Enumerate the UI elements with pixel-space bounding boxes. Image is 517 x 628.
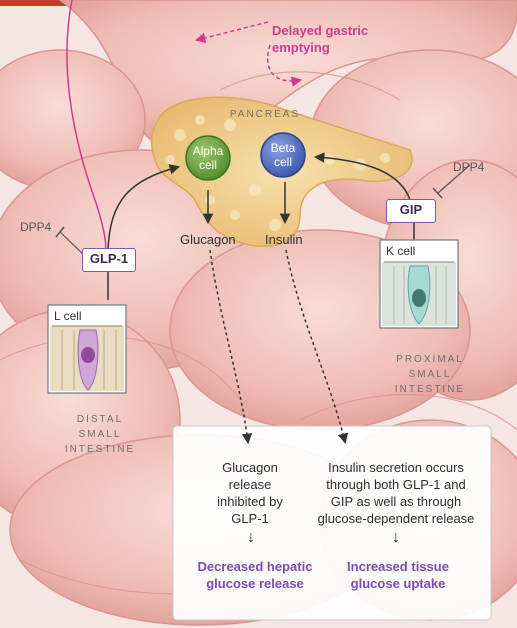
increased-tissue-glucose-uptake: Increased tissue glucose uptake [347,559,449,591]
proximal-small-intestine-label: PROXIMAL SMALL INTESTINE [394,354,466,395]
delayed-gastric-emptying-label: Delayed gastric emptying [272,23,369,55]
l-cell-label: L cell [54,309,82,323]
dpp4-left-label: DPP4 [20,220,52,234]
distal-small-intestine-label: DISTAL SMALL INTESTINE [64,414,136,455]
glucagon-effect-text: Glucagon release inhibited by GLP-1 [217,460,283,526]
glucagon-label: Glucagon [180,232,236,247]
decreased-hepatic-glucose-release: Decreased hepatic glucose release [197,559,313,591]
effects-panel [172,425,492,621]
insulin-down-arrow: ↓ [392,529,400,546]
k-cell-panel [379,239,459,329]
insulin-effect-text: Insulin secretion occurs through both GL… [317,460,475,526]
beta-cell-label: Beta cell [270,141,296,169]
pancreas-label: PANCREAS [229,109,301,120]
alpha-cell-label: Alpha cell [192,144,224,172]
alpha-cell-shape [185,135,231,181]
gip-tag: GIP [386,199,436,223]
l-cell-panel [47,304,127,394]
beta-cell-shape [260,132,306,178]
glp1-tag: GLP-1 [82,248,136,272]
insulin-label: Insulin [265,232,303,247]
k-cell-label: K cell [386,244,416,258]
dpp4-right-label: DPP4 [453,160,485,174]
glucagon-down-arrow: ↓ [247,529,255,546]
